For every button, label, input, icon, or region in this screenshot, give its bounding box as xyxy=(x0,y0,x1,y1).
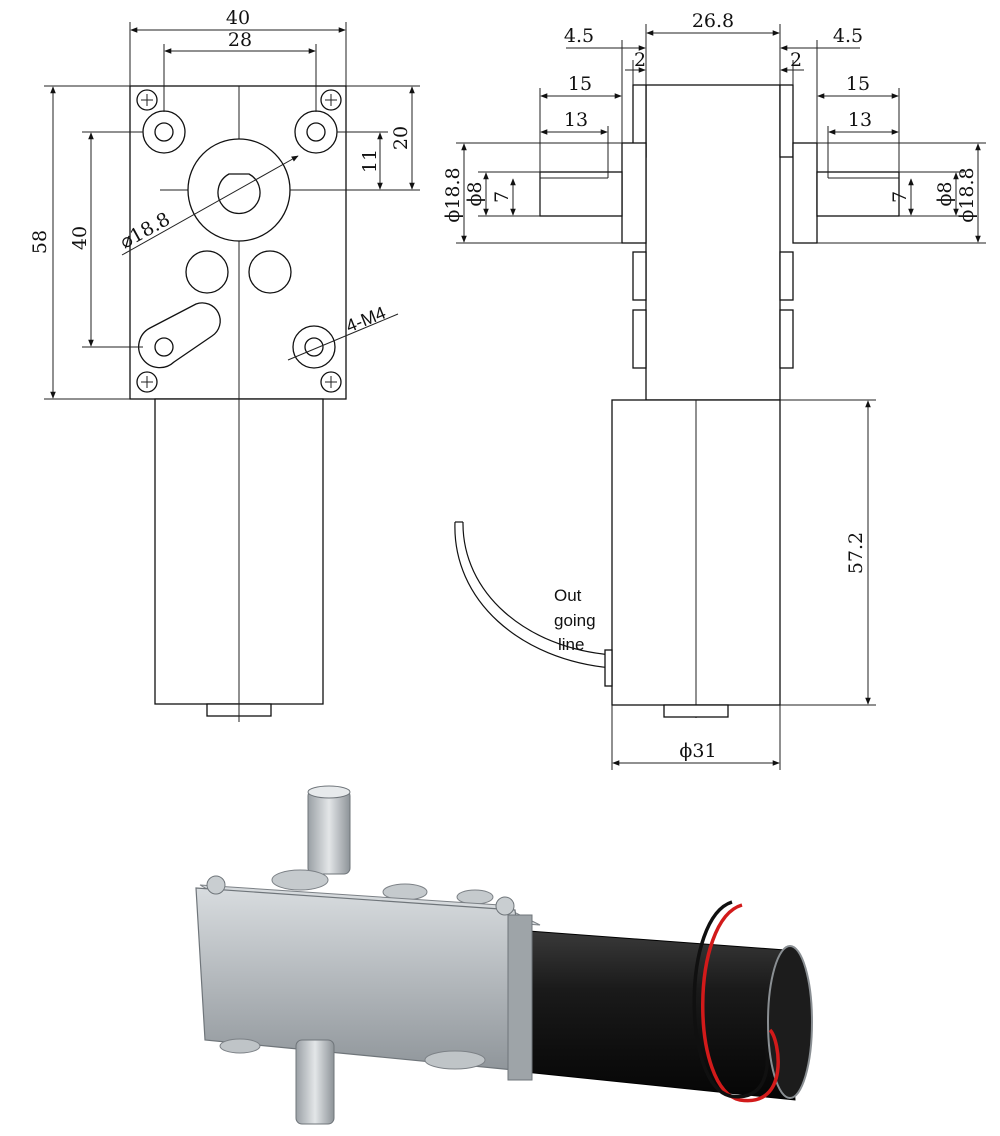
product-bottom-shaft xyxy=(295,1039,335,1125)
shaft-right xyxy=(816,171,900,217)
product-photo xyxy=(195,785,813,1125)
dim-right-boss-diameter: ϕ18.8 xyxy=(956,167,978,222)
pocket-left xyxy=(185,250,229,294)
dim-right-flat-length: 13 xyxy=(848,109,872,131)
product-top-shaft xyxy=(307,789,351,875)
dim-motor-length: 57.2 xyxy=(845,532,867,574)
flange-left-upper xyxy=(632,251,647,301)
shaft-left xyxy=(539,171,623,217)
flange-right-upper xyxy=(779,251,794,301)
dim-right-step: 4.5 xyxy=(833,25,863,47)
leader-shaft-diameter xyxy=(121,155,299,256)
label-cable-2: going xyxy=(554,611,596,630)
dim-right-flat-width: 7 xyxy=(889,191,911,203)
side-view: Out going line 26.8 4.5 2 4.5 2 15 13 15 xyxy=(442,10,986,770)
gearbox-body-side xyxy=(645,84,781,401)
dim-top-to-shaft: 20 xyxy=(390,126,412,150)
label-cable-1: Out xyxy=(554,586,582,605)
corner-screw-tr xyxy=(320,89,342,111)
product-wire-black xyxy=(692,900,770,1099)
shaft-d-cut-front xyxy=(217,173,261,215)
dim-body-width: 26.8 xyxy=(692,10,734,32)
dim-left-boss-diameter: ϕ18.8 xyxy=(442,167,464,222)
boss-right xyxy=(792,142,818,244)
leader-screw-spec xyxy=(287,313,399,361)
boss-left xyxy=(621,142,647,244)
dim-width: 40 xyxy=(226,7,250,29)
product-motor-endcap xyxy=(767,945,813,1099)
label-screw-spec: 4-M4 xyxy=(343,302,389,336)
dim-height: 58 xyxy=(29,230,51,254)
product-wire-red xyxy=(701,903,780,1103)
corner-screw-bl xyxy=(136,371,158,393)
mount-hole-bl xyxy=(138,302,221,369)
motor-end-nub-side xyxy=(663,704,729,718)
dim-left-shaft-diameter: ϕ8 xyxy=(464,181,486,206)
flange-left-lower xyxy=(632,309,647,369)
dim-left-flat-length: 13 xyxy=(564,109,588,131)
dim-shaft-offset: 11 xyxy=(359,149,381,173)
dim-left-shaft-length: 15 xyxy=(568,73,592,95)
corner-screw-br xyxy=(320,371,342,393)
dim-right-shaft-length: 15 xyxy=(846,73,870,95)
cable-wire-outer xyxy=(454,521,613,669)
cable-wire-inner xyxy=(462,521,613,656)
cable-grommet xyxy=(604,649,613,687)
dim-right-shaft-diameter: ϕ8 xyxy=(934,181,956,206)
dim-vertical-spacing: 40 xyxy=(69,226,91,250)
flange-right-lower xyxy=(779,309,794,369)
mount-hole-br xyxy=(292,325,336,369)
mount-hole-tr xyxy=(294,110,338,154)
dim-right-step-small: 2 xyxy=(790,49,802,71)
label-cable-3: line xyxy=(558,635,584,654)
front-view: 40 28 58 40 20 11 ⌀18.8 4-M4 xyxy=(29,7,420,722)
dim-hole-spacing: 28 xyxy=(228,29,252,51)
pocket-right xyxy=(248,250,292,294)
product-motor-can xyxy=(514,929,796,1101)
dim-motor-diameter: ϕ31 xyxy=(679,740,716,762)
dim-left-step-small: 2 xyxy=(634,49,646,71)
flange-right-top xyxy=(779,84,794,158)
dim-left-step: 4.5 xyxy=(564,25,594,47)
corner-screw-tl xyxy=(136,89,158,111)
dim-left-flat-width: 7 xyxy=(491,191,513,203)
mount-hole-tl xyxy=(142,110,186,154)
